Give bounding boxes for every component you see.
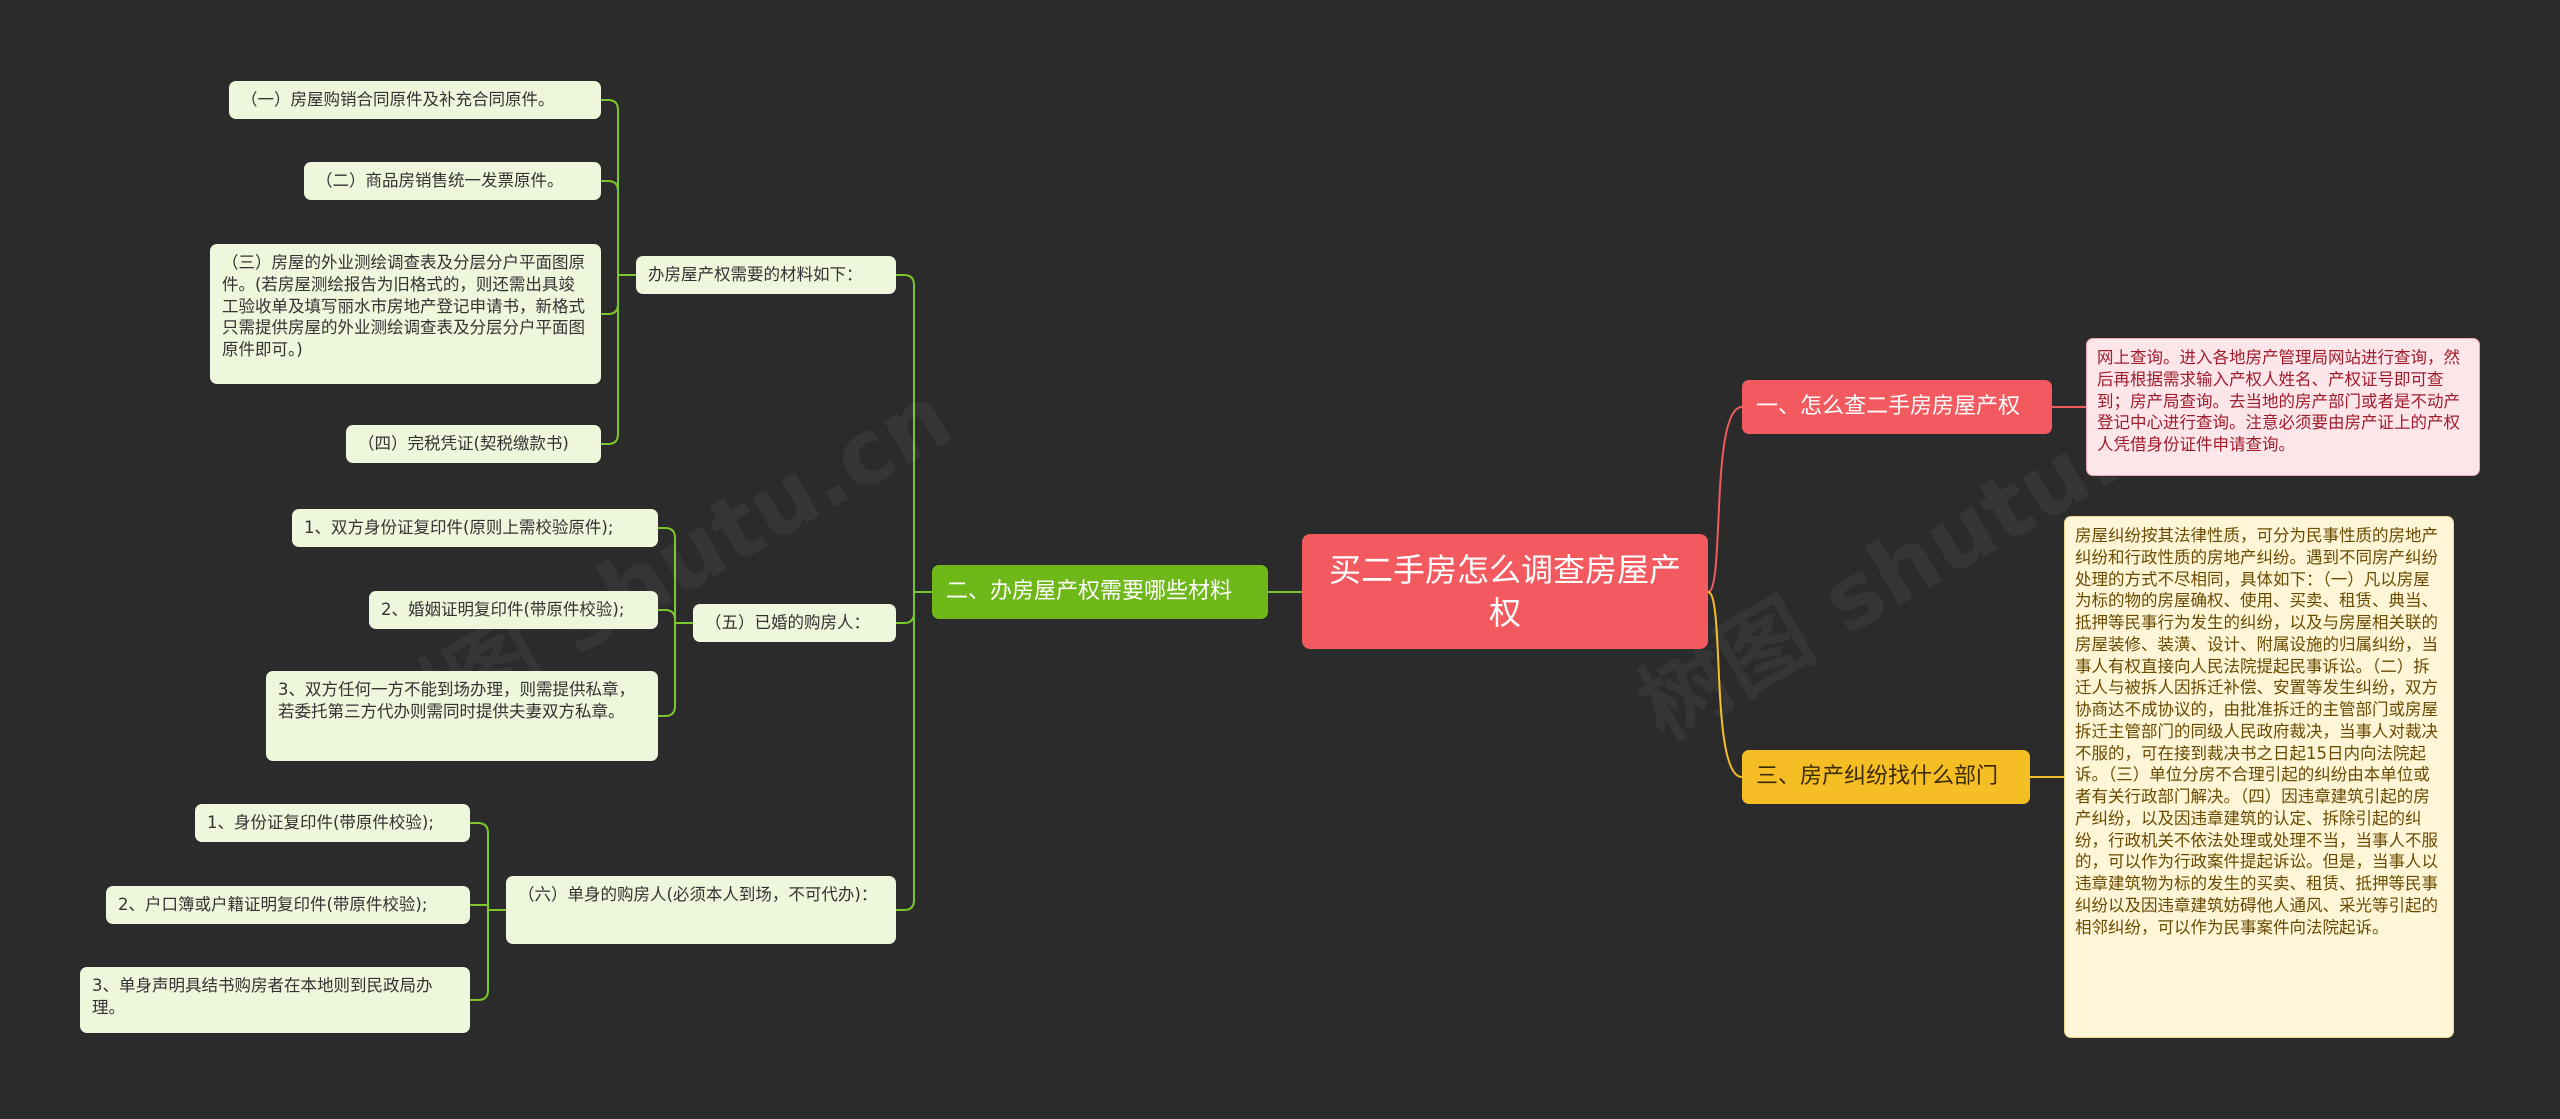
subtopic-materials-list-label: 办房屋产权需要的材料如下： <box>648 265 863 284</box>
leaf-text: （二）商品房销售统一发票原件。 <box>316 171 564 190</box>
leaf-contract-original[interactable]: （一）房屋购销合同原件及补充合同原件。 <box>229 81 601 119</box>
leaf-dispute-handling[interactable]: 房屋纠纷按其法律性质，可分为民事性质的房地产纠纷和行政性质的房地产纠纷。遇到不同… <box>2064 516 2454 1038</box>
leaf-text: （三）房屋的外业测绘调查表及分层分户平面图原件。(若房屋测绘报告为旧格式的，则还… <box>222 253 585 360</box>
leaf-survey-drawings[interactable]: （三）房屋的外业测绘调查表及分层分户平面图原件。(若房屋测绘报告为旧格式的，则还… <box>210 244 601 384</box>
link-materials-sub <box>896 274 915 592</box>
link-list-leaves <box>601 180 619 275</box>
link-single-leaves <box>470 822 489 910</box>
link-root-check <box>1707 406 1743 593</box>
branch-dispute-label: 三、房产纠纷找什么部门 <box>1756 764 1999 790</box>
link-root-dispute <box>1707 591 1743 778</box>
link-list-leaves <box>601 275 619 315</box>
link-materials-sub <box>896 592 915 624</box>
root-topic-label: 买二手房怎么调查房屋产权 <box>1328 551 1681 632</box>
leaf-check-methods[interactable]: 网上查询。进入各地房产管理局网站进行查询，然后再根据需求输入产权人姓名、产权证号… <box>2086 338 2480 476</box>
leaf-text: 3、单身声明具结书购房者在本地则到民政局办理。 <box>92 976 433 1017</box>
leaf-household-register[interactable]: 2、户口簿或户籍证明复印件(带原件校验); <box>106 886 470 924</box>
leaf-tax-certificate[interactable]: （四）完税凭证(契税缴款书) <box>346 425 601 463</box>
link-single-leaves <box>470 910 489 1001</box>
link-married-leaves <box>658 623 676 717</box>
link-list-leaves <box>601 275 619 445</box>
leaf-text: （四）完税凭证(契税缴款书) <box>358 434 569 453</box>
subtopic-materials-list[interactable]: 办房屋产权需要的材料如下： <box>636 256 896 294</box>
leaf-single-declaration[interactable]: 3、单身声明具结书购房者在本地则到民政局办理。 <box>80 967 470 1033</box>
link-materials-sub <box>896 592 915 911</box>
subtopic-single-label: （六）单身的购房人(必须本人到场，不可代办)： <box>518 885 878 904</box>
leaf-text: 2、婚姻证明复印件(带原件校验); <box>381 600 625 619</box>
subtopic-married-label: （五）已婚的购房人： <box>705 613 870 632</box>
leaf-married-id-copy[interactable]: 1、双方身份证复印件(原则上需校验原件); <box>292 509 658 547</box>
leaf-text: 房屋纠纷按其法律性质，可分为民事性质的房地产纠纷和行政性质的房地产纠纷。遇到不同… <box>2075 526 2438 937</box>
branch-check-label: 一、怎么查二手房房屋产权 <box>1756 394 2021 420</box>
leaf-sales-invoice[interactable]: （二）商品房销售统一发票原件。 <box>304 162 601 200</box>
link-list-leaves <box>601 99 619 275</box>
link-married-leaves <box>658 527 676 623</box>
leaf-text: 2、户口簿或户籍证明复印件(带原件校验); <box>118 895 428 914</box>
branch-materials-label: 二、办房屋产权需要哪些材料 <box>946 579 1233 605</box>
link-married-leaves <box>658 609 676 623</box>
root-topic[interactable]: 买二手房怎么调查房屋产权 <box>1302 534 1708 649</box>
leaf-text: 3、双方任何一方不能到场办理，则需提供私章，若委托第三方代办则需同时提供夫妻双方… <box>278 680 635 721</box>
leaf-marriage-certificate[interactable]: 2、婚姻证明复印件(带原件校验); <box>369 591 658 629</box>
leaf-text: （一）房屋购销合同原件及补充合同原件。 <box>241 90 555 109</box>
branch-materials[interactable]: 二、办房屋产权需要哪些材料 <box>932 565 1268 619</box>
leaf-single-id-copy[interactable]: 1、身份证复印件(带原件校验); <box>195 804 470 842</box>
branch-check-property[interactable]: 一、怎么查二手房房屋产权 <box>1742 380 2052 434</box>
leaf-private-seal[interactable]: 3、双方任何一方不能到场办理，则需提供私章，若委托第三方代办则需同时提供夫妻双方… <box>266 671 658 761</box>
leaf-text: 1、身份证复印件(带原件校验); <box>207 813 434 832</box>
leaf-text: 网上查询。进入各地房产管理局网站进行查询，然后再根据需求输入产权人姓名、产权证号… <box>2097 348 2460 455</box>
link-single-leaves <box>470 904 489 910</box>
branch-dispute-department[interactable]: 三、房产纠纷找什么部门 <box>1742 750 2030 804</box>
leaf-text: 1、双方身份证复印件(原则上需校验原件); <box>304 518 614 537</box>
subtopic-married-buyer[interactable]: （五）已婚的购房人： <box>693 604 896 642</box>
subtopic-single-buyer[interactable]: （六）单身的购房人(必须本人到场，不可代办)： <box>506 876 896 944</box>
